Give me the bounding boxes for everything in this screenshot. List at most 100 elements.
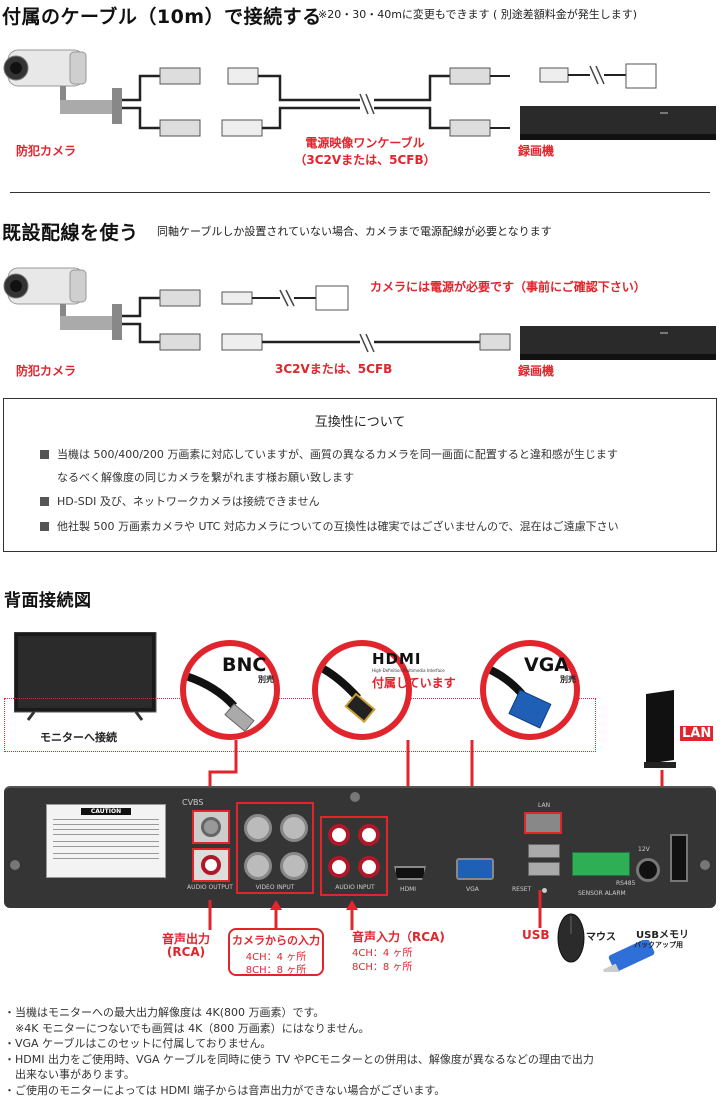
screw-icon: [350, 792, 360, 802]
video-input-port-4[interactable]: [280, 852, 308, 880]
note-line-3: ・VGA ケーブルはこのセットに付属しておりません。: [4, 1037, 272, 1050]
hdmi-sub: 付属しています: [372, 676, 456, 690]
bnc-title: BNC: [222, 654, 267, 676]
caution-label: CAUTION: [46, 804, 166, 878]
audio-input-port-3[interactable]: [328, 856, 350, 878]
vga-circle: [480, 640, 580, 740]
compat-item-1: 当機は 500/400/200 万画素に対応していますが、画質の異なるカメラを同…: [40, 446, 618, 462]
section2-diagram: [3, 267, 716, 360]
lan-port-label: LAN: [538, 802, 551, 809]
rear-title: 背面接続図: [4, 591, 92, 611]
video-input-label: VIDEO INPUT: [255, 884, 295, 891]
power-switch[interactable]: [670, 834, 688, 882]
rs485-label: RS485: [616, 880, 636, 887]
note-line-2: ※4K モニターにつないでも画質は 4K（800 万画素）にはなりません。: [4, 1021, 370, 1035]
section1-title: 付属のケーブル（10m）で接続する: [2, 6, 322, 28]
vga-port-label: VGA: [466, 886, 479, 893]
bnc-sub: 別売: [258, 675, 274, 684]
hdmi-tagline: High-Definition Multimedia Interface: [372, 668, 445, 673]
video-input-port-3[interactable]: [244, 852, 272, 880]
router-icon: [644, 690, 676, 768]
usb-port[interactable]: [528, 844, 560, 858]
hdmi-port[interactable]: [394, 866, 426, 880]
square-bullet-icon: [40, 522, 49, 531]
cvbs-label: CVBS: [182, 798, 204, 807]
note-line-5: 出来ない事があります。: [4, 1068, 135, 1081]
usb-label: USB: [522, 928, 550, 942]
hdmi-port-label: HDMI: [400, 886, 417, 893]
connector-lines-lower: [208, 890, 542, 930]
screw-icon: [10, 860, 20, 870]
audio-input-port-1[interactable]: [328, 824, 350, 846]
square-bullet-icon: [40, 450, 49, 459]
section1-recorder-label: 録画機: [518, 144, 555, 158]
monitor-connect-label: モニターへ接続: [40, 731, 117, 744]
vga-title: VGA: [524, 654, 570, 676]
audio-output-label: AUDIO OUTPUT: [187, 884, 233, 891]
power-label: 12V: [638, 846, 650, 853]
camera-icon: [3, 49, 122, 124]
audio-out-label-1: 音声出力: [161, 932, 210, 946]
audio-input-block: [320, 816, 388, 896]
section2-recorder-label: 録画機: [518, 364, 555, 378]
caution-text-lines: [53, 819, 159, 820]
section1-cable-label-1: 電源映像ワンケーブル: [305, 136, 425, 150]
hdmi-circle: [312, 640, 412, 740]
recorder-icon: [520, 326, 716, 360]
camera-icon: [3, 267, 122, 340]
section2-note: 同軸ケーブルしか設置されていない場合、カメラまで電源配線が必要となります: [157, 225, 552, 238]
power-jack[interactable]: [636, 858, 660, 882]
note-line-6: ・ご使用のモニターによっては HDMI 端子からは音声出力ができない場合がござい…: [4, 1083, 446, 1097]
audio-input-title: 音声入力（RCA): [352, 930, 445, 944]
section1-camera-label: 防犯カメラ: [16, 144, 77, 158]
mouse-icon: [557, 913, 585, 963]
reset-label: RESET: [512, 886, 532, 893]
usb-memory-label-1: USBメモリ: [636, 930, 689, 941]
camera-input-title: カメラからの入力: [232, 934, 320, 947]
sensor-label: SENSOR ALARM: [578, 890, 626, 897]
camera-input-line2: 8CH：8 ヶ所: [245, 965, 307, 976]
audio-input-line2: 8CH：8 ヶ所: [352, 962, 413, 973]
section1-cable-label-2: （3C2Vまたは、5CFB）: [294, 153, 436, 167]
vga-port[interactable]: [456, 858, 494, 880]
bottom-notes: ・当機はモニターへの最大出力解像度は 4K(800 万画素）です。 ※4K モニ…: [4, 1005, 594, 1098]
audio-input-port-2[interactable]: [358, 824, 380, 846]
note-line-4: ・HDMI 出力をご使用時、VGA ケーブルを同時に使う TV やPCモニターと…: [4, 1052, 594, 1066]
compatibility-box: 互換性について 当機は 500/400/200 万画素に対応していますが、画質の…: [3, 398, 717, 552]
usb-memory-icon: [602, 940, 655, 972]
cvbs-port[interactable]: [192, 810, 230, 844]
note-line-1: ・当機はモニターへの最大出力解像度は 4K(800 万画素）です。: [4, 1006, 325, 1019]
divider-1: [10, 192, 710, 193]
compatibility-title: 互換性について: [314, 415, 406, 430]
audio-input-port-4[interactable]: [358, 856, 380, 878]
square-bullet-icon: [40, 497, 49, 506]
mouse-label: マウス: [586, 932, 616, 943]
section1-note: ※20・30・40mに変更もできます ( 別途差額料金が発生します): [318, 8, 638, 21]
lan-port[interactable]: [524, 812, 562, 834]
compat-item-3: HD-SDI 及び、ネットワークカメラは接続できません: [40, 493, 320, 509]
audio-input-line1: 4CH：4 ヶ所: [352, 948, 413, 959]
section1-diagram: [3, 49, 716, 140]
usb-memory-label-2: バックアップ用: [634, 941, 683, 949]
video-input-block: [236, 802, 314, 894]
camera-input-line1: 4CH：4 ヶ所: [245, 952, 307, 963]
connection-dotted-box: [4, 698, 596, 752]
video-input-port-1[interactable]: [244, 814, 272, 842]
sensor-terminal[interactable]: [572, 852, 630, 876]
section2-cable-label: 3C2Vまたは、5CFB: [275, 362, 393, 376]
section2-power-note: カメラには電源が必要です（事前にご確認下さい）: [370, 280, 646, 294]
video-input-port-2[interactable]: [280, 814, 308, 842]
compat-item-4: 他社製 500 万画素カメラや UTC 対応カメラについての互換性は確実ではござ…: [40, 518, 619, 534]
audio-out-label-2: (RCA): [166, 945, 206, 959]
caution-title: CAUTION: [81, 808, 131, 815]
section2-camera-label: 防犯カメラ: [16, 364, 77, 378]
camera-input-callout: [228, 928, 324, 976]
hdmi-title: HDMI: [372, 650, 422, 668]
audio-input-label: AUDIO INPUT: [335, 884, 375, 891]
reset-button[interactable]: [542, 888, 547, 893]
vga-sub: 別売: [560, 675, 576, 684]
bnc-circle: [180, 640, 280, 740]
recorder-icon: [520, 106, 716, 140]
audio-output-port[interactable]: [192, 848, 230, 882]
usb-port-2[interactable]: [528, 862, 560, 876]
